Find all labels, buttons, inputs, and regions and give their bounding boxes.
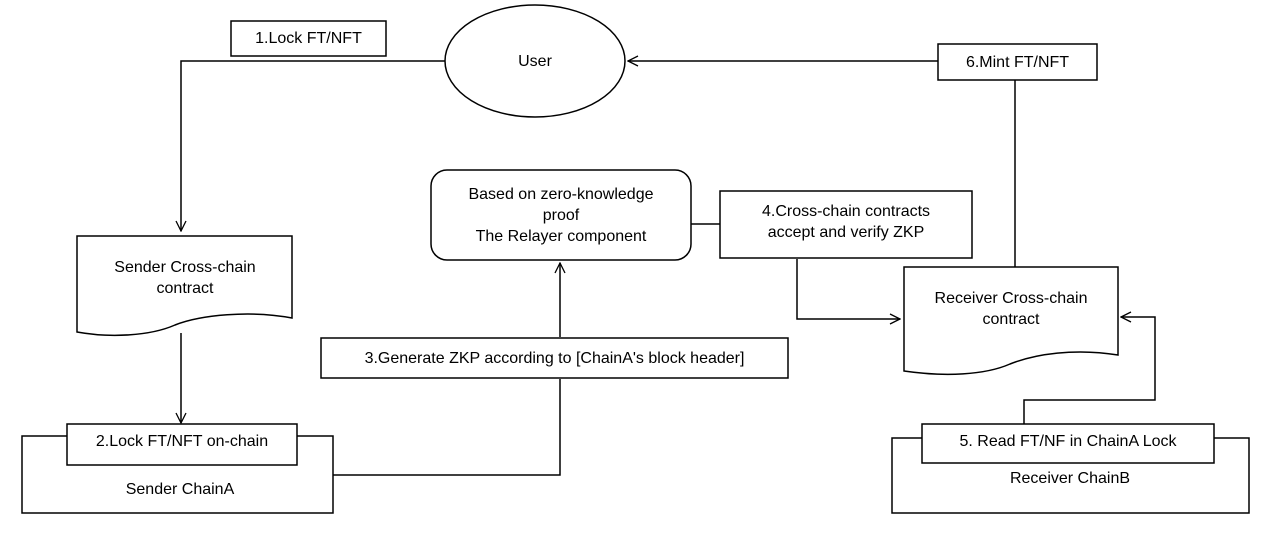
step6-box	[937, 43, 1098, 81]
step2-label: 2.Lock FT/NFT on-chain	[95, 433, 269, 450]
arrow-step4-to-receiver-contract	[796, 259, 900, 319]
relayer-label: Based on zero-knowledge proof The Relaye…	[468, 185, 654, 245]
step6-label: 6.Mint FT/NFT	[965, 53, 1070, 71]
sender-chain-label: Sender ChainA	[125, 480, 235, 498]
step3-label: 3.Generate ZKP according to [ChainA's bl…	[364, 349, 745, 367]
arrow-user-to-sender-contract	[181, 60, 445, 231]
receiver-contract-label: Receiver Cross-chain contract	[934, 290, 1088, 328]
connector-chain-to-step3	[333, 379, 561, 476]
receiver-chain-label: Receiver ChainB	[1009, 469, 1131, 487]
arrow-chainb-to-receiver-contract	[1023, 317, 1156, 424]
receiver-contract-shape	[903, 266, 1119, 376]
step1-label: 1.Lock FT/NFT	[255, 30, 362, 47]
sender-contract-label: Sender Cross-chain contract	[114, 259, 256, 297]
step3-box	[320, 337, 789, 379]
sender-chain-shape	[21, 435, 334, 514]
user-label: User	[518, 52, 552, 70]
step2-box	[66, 423, 298, 466]
sender-contract-shape	[76, 235, 293, 337]
relayer-node	[430, 169, 692, 261]
receiver-chain-shape	[891, 437, 1250, 514]
step1-box	[230, 20, 387, 57]
step4-label: 4.Cross-chain contracts accept and verif…	[761, 203, 931, 241]
step5-label: 5. Read FT/NF in ChainA Lock	[959, 433, 1177, 450]
step5-box	[921, 423, 1215, 464]
